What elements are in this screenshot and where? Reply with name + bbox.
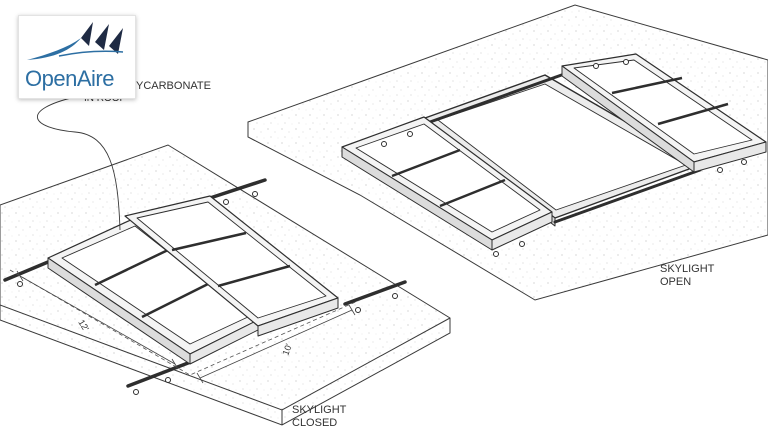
caption-open-line1: SKYLIGHT <box>660 263 715 275</box>
closed-track-feet <box>17 191 398 395</box>
caption-open-line2: OPEN <box>660 276 691 288</box>
dimension-length-label: 10' <box>280 342 294 357</box>
open-rails <box>428 70 702 224</box>
openaire-logo: OpenAire <box>18 15 136 99</box>
logo-wordmark: OpenAire <box>25 66 114 91</box>
caption-closed-line1: SKYLIGHT <box>292 404 347 416</box>
sail-swoosh-icon <box>27 22 124 60</box>
open-panel-left <box>341 116 553 257</box>
closed-panel-right <box>124 195 339 337</box>
closed-tracks <box>3 178 407 388</box>
closed-skylight-group: 12' 10' SKYLIGHT CLOSED <box>0 96 451 429</box>
closed-panel-left <box>47 217 263 365</box>
closed-dimension-lines <box>16 270 356 384</box>
closed-opening-outline <box>9 269 361 376</box>
callout-leader-line <box>37 96 121 231</box>
open-skylight-group: SKYLIGHT OPEN <box>247 4 768 301</box>
open-panel-right <box>561 53 767 173</box>
caption-closed-line2: CLOSED <box>292 417 337 429</box>
callout-text-line1: YCARBONATE <box>136 80 211 92</box>
